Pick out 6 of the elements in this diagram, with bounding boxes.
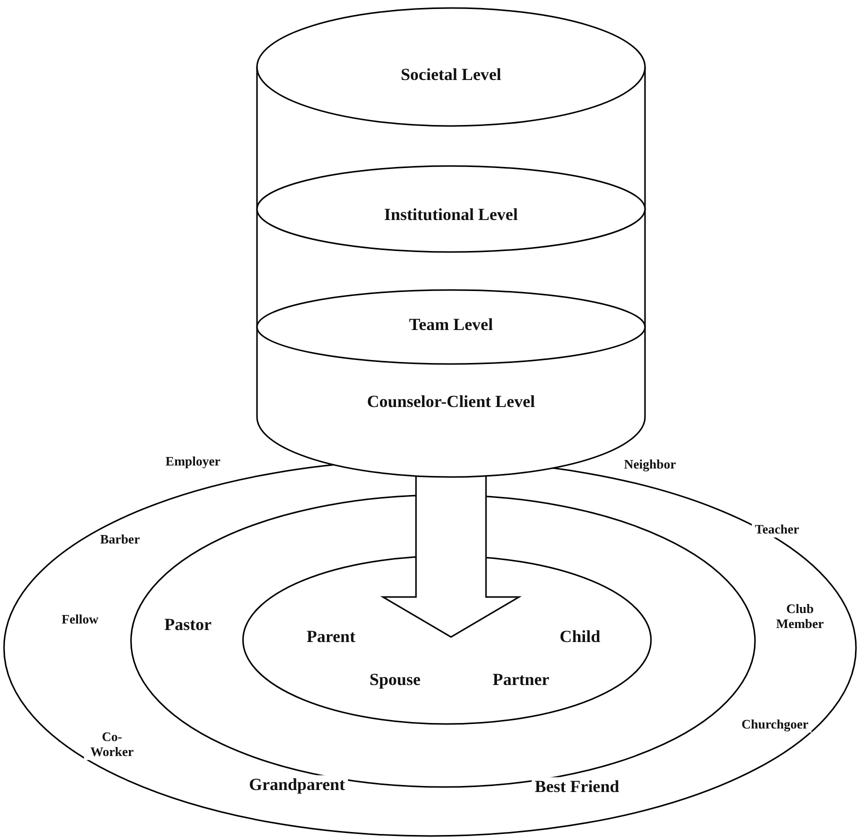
role-label: Neighbor [621, 458, 679, 472]
level-label: Team Level [409, 315, 493, 335]
level-label: Societal Level [400, 65, 502, 85]
role-label: Employer [162, 454, 224, 470]
level-label: Institutional Level [384, 205, 518, 225]
level-label: Counselor-Client Level [367, 392, 535, 412]
